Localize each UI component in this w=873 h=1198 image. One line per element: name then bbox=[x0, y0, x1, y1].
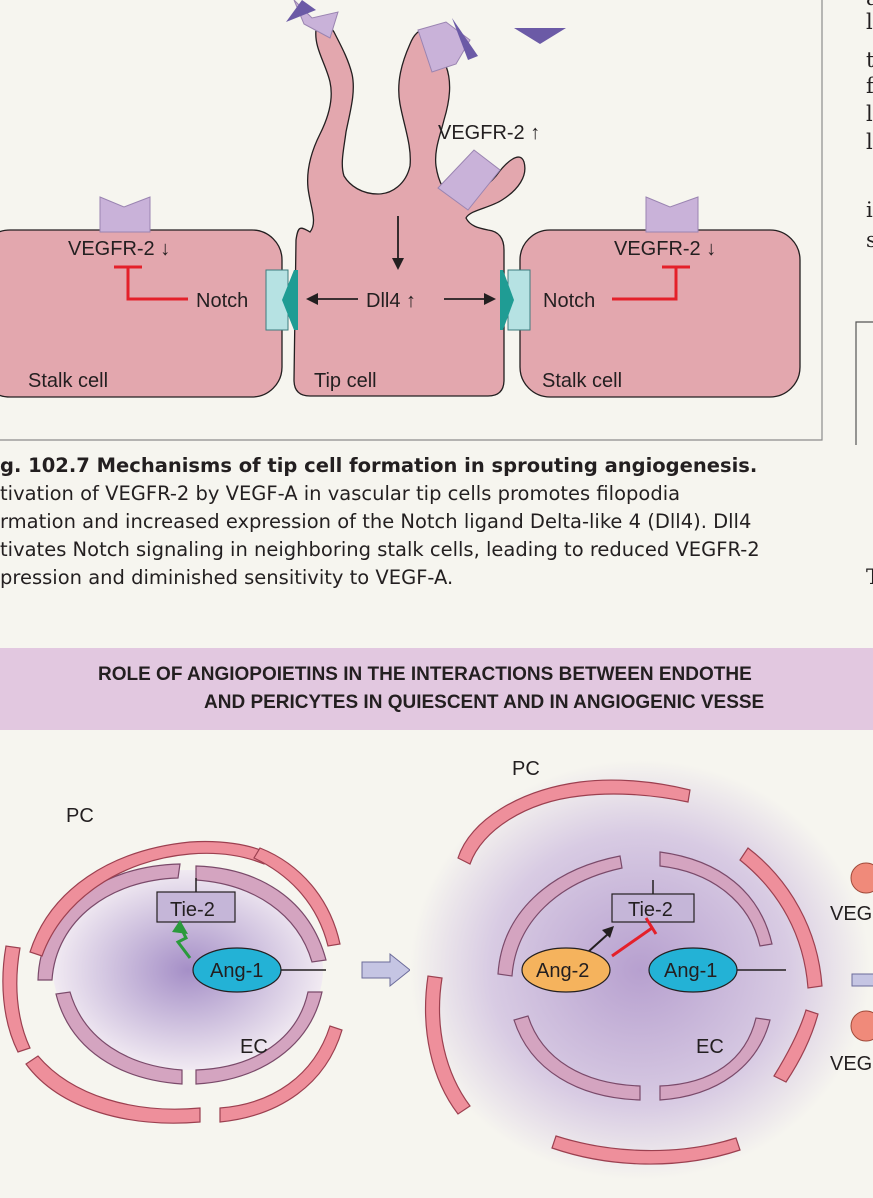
pericytes bbox=[2, 840, 343, 1124]
filopodium-receptor-2 bbox=[417, 18, 478, 73]
vegf-bottom-icon bbox=[850, 1010, 873, 1042]
dll4-left-arrow bbox=[306, 293, 358, 305]
vegf-top-label: VEG bbox=[830, 903, 872, 925]
ang1-left bbox=[192, 947, 282, 993]
banner-title-line-1: ROLE OF ANGIOPOIETINS IN THE INTERACTION… bbox=[98, 664, 752, 685]
vegf-top-icon bbox=[850, 862, 873, 894]
endothelial-cells bbox=[497, 851, 773, 1101]
pc-label-right: PC bbox=[512, 758, 540, 780]
caption-title: g. 102.7 Mechanisms of tip cell formatio… bbox=[0, 454, 758, 477]
receptor-left bbox=[99, 196, 151, 233]
vegfr2-down-right-label: VEGFR-2 ↓ bbox=[614, 238, 716, 260]
ang1-label-left: Ang-1 bbox=[210, 960, 263, 982]
endothelial-cells bbox=[37, 863, 327, 1085]
filopodium-receptor-3 bbox=[437, 149, 501, 211]
section-banner: ROLE OF ANGIOPOIETINS IN THE INTERACTION… bbox=[0, 648, 873, 730]
notch-left-label: Notch bbox=[196, 290, 248, 312]
caption-line: tivation of VEGFR-2 by VEGF-A in vascula… bbox=[0, 482, 681, 505]
tip-cell-diagram: VEGFR-2 ↑ VEGFR-2 ↓ VEGFR-2 ↓ Notch Notc… bbox=[0, 0, 873, 445]
vegfr2-up-label: VEGFR-2 ↑ bbox=[438, 122, 540, 144]
notch-right-label: Notch bbox=[543, 290, 595, 312]
notch-inhibition-right bbox=[612, 265, 690, 301]
tie2-label-right: Tie-2 bbox=[628, 899, 673, 921]
ang2-label: Ang-2 bbox=[536, 960, 589, 982]
tip-cell-label: Tip cell bbox=[314, 370, 377, 392]
ang1-right bbox=[648, 947, 738, 993]
vegf-bottom-label: VEG bbox=[830, 1053, 872, 1075]
panel-frame bbox=[0, 0, 823, 441]
ec-label-left: EC bbox=[240, 1036, 268, 1058]
pc-label-left: PC bbox=[66, 805, 94, 827]
tie2-receptor-left bbox=[156, 891, 236, 923]
stalk-cell-left-label: Stalk cell bbox=[28, 370, 108, 392]
pericytes bbox=[424, 779, 823, 1165]
ang2-activation-arrow bbox=[587, 926, 614, 953]
dll4-label: Dll4 ↑ bbox=[366, 290, 416, 312]
notch-junction-left bbox=[265, 269, 298, 331]
transition-arrow bbox=[361, 952, 411, 988]
banner-title-line-2: AND PERICYTES IN QUIESCENT AND IN ANGIOG… bbox=[204, 692, 765, 713]
vegfr2-down-left-label: VEGFR-2 ↓ bbox=[68, 238, 170, 260]
tie2-label-left: Tie-2 bbox=[170, 899, 215, 921]
angiogenic-vessel bbox=[410, 760, 870, 1180]
ang2-inhibition bbox=[611, 917, 658, 958]
caption-line: rmation and increased expression of the … bbox=[0, 510, 752, 533]
angiopoietin-diagram: PC Tie-2 Ang-1 EC PC Tie-2 Ang-2 Ang-1 E… bbox=[2, 758, 873, 1180]
ang2 bbox=[521, 947, 611, 993]
dll4-right-arrow bbox=[444, 293, 496, 305]
tip-cell bbox=[293, 22, 526, 397]
receptor-right bbox=[645, 196, 699, 233]
stalk-cell-right-label: Stalk cell bbox=[542, 370, 622, 392]
edge-arrow bbox=[851, 973, 873, 987]
signal-down-arrow bbox=[392, 216, 404, 270]
notch-junction-right bbox=[500, 269, 531, 331]
vegf-ligand bbox=[514, 28, 566, 44]
quiescent-vessel bbox=[2, 840, 343, 1124]
caption-line: tivates Notch signaling in neighboring s… bbox=[0, 538, 760, 561]
tie2-receptor-right bbox=[611, 893, 695, 923]
side-box bbox=[855, 321, 873, 445]
figure-caption: g. 102.7 Mechanisms of tip cell formatio… bbox=[0, 452, 860, 592]
caption-line: pression and diminished sensitivity to V… bbox=[0, 566, 454, 589]
ang1-label-right: Ang-1 bbox=[664, 960, 717, 982]
notch-inhibition-left bbox=[114, 265, 188, 301]
filopodium-receptor-1 bbox=[286, 0, 339, 39]
ec-label-right: EC bbox=[696, 1036, 724, 1058]
